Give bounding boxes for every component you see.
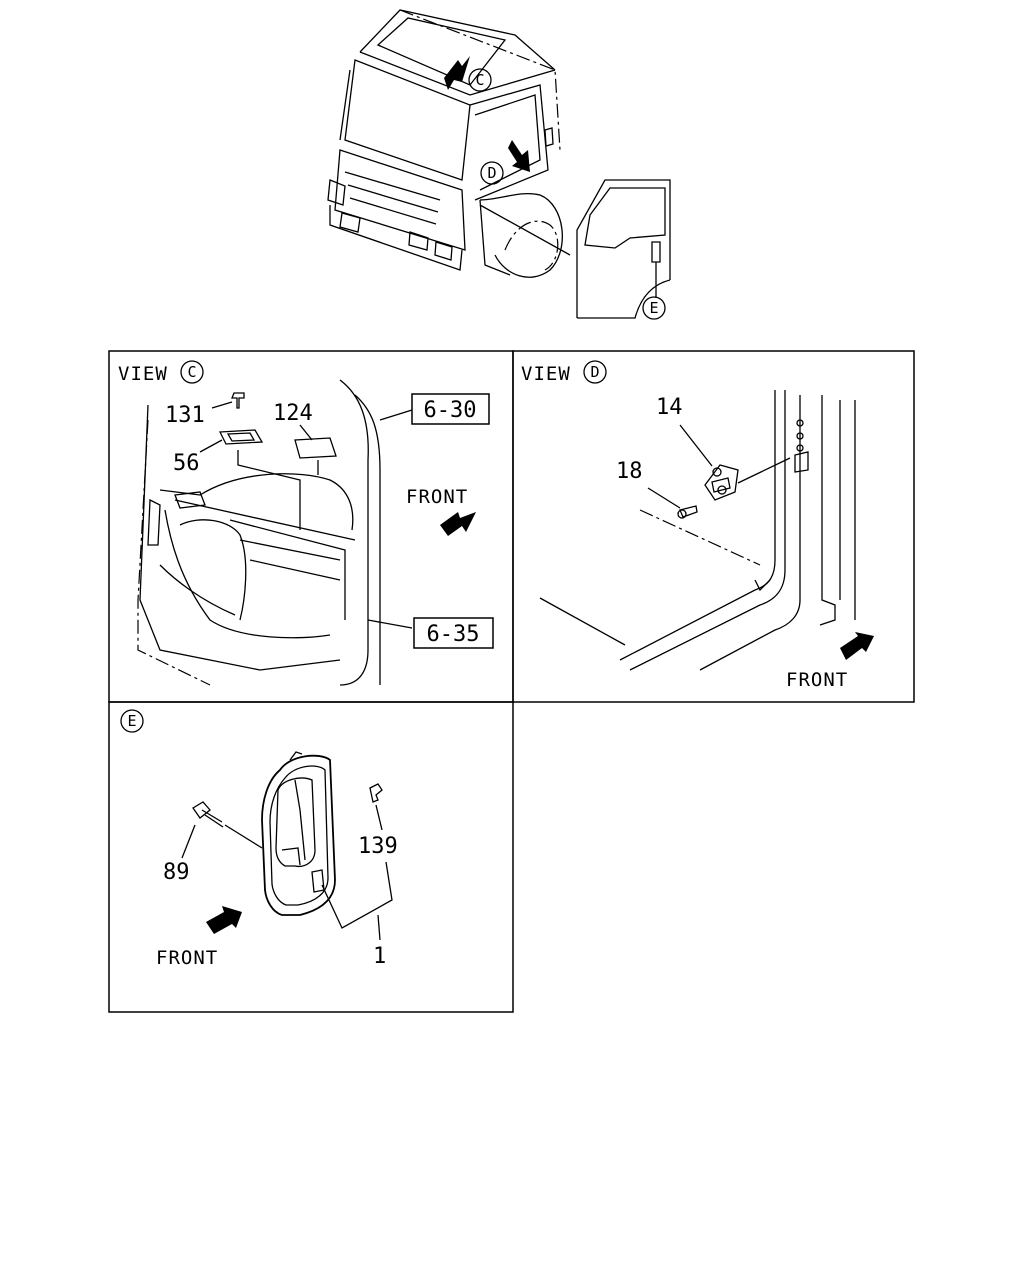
part-14-label: 14 (656, 395, 683, 420)
callout-d: D (480, 161, 504, 185)
svg-text:E: E (649, 299, 658, 317)
view-c-letter: C (187, 363, 196, 381)
view-e-letter: E (127, 712, 136, 730)
view-c-title: VIEW (118, 363, 168, 385)
view-d-front-label: FRONT (786, 669, 848, 691)
ref-6-35-box: 6-35 (413, 617, 494, 649)
part-131-label: 131 (165, 403, 205, 428)
callout-c: C (468, 68, 492, 92)
svg-text:6-30: 6-30 (424, 398, 477, 423)
part-56-label: 56 (173, 451, 200, 476)
part-124-label: 124 (273, 401, 313, 426)
part-18-label: 18 (616, 459, 643, 484)
svg-text:C: C (475, 71, 484, 89)
view-c-panel: VIEW C (108, 350, 514, 703)
svg-text:6-35: 6-35 (427, 622, 480, 647)
view-e-panel: E (108, 701, 514, 1013)
svg-text:D: D (487, 164, 496, 182)
part-139-label: 139 (358, 834, 398, 859)
view-d-title: VIEW (521, 363, 571, 385)
ref-6-30-box: 6-30 (411, 393, 490, 425)
truck-cab-overview (327, 9, 671, 319)
view-d-panel: VIEW D (512, 350, 915, 703)
view-c-front-label: FRONT (406, 486, 468, 508)
part-89-label: 89 (163, 860, 190, 885)
part-1-label: 1 (373, 944, 386, 969)
callout-e: E (642, 296, 666, 320)
view-e-front-label: FRONT (156, 947, 218, 969)
view-d-letter: D (590, 363, 599, 381)
